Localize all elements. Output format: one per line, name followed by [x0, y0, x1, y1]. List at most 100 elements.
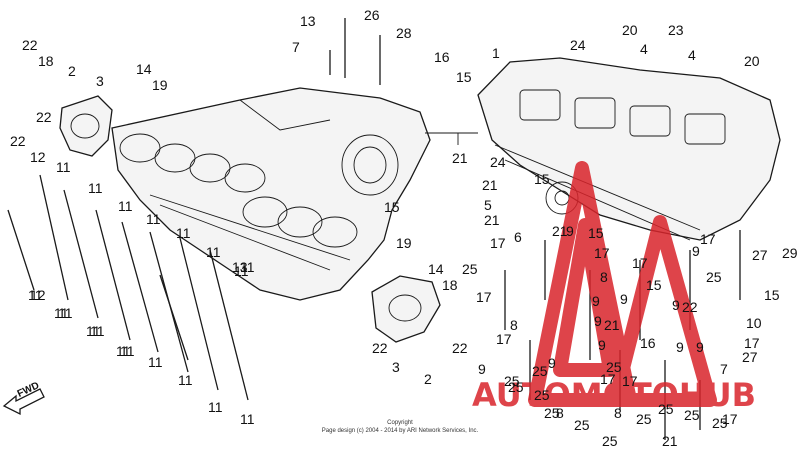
callout-label: 17 [722, 411, 738, 427]
callout-label: 4 [688, 47, 696, 63]
callout-label: 21 [484, 212, 500, 228]
callout-label: 2 [424, 371, 432, 387]
callout-label: 9 [676, 339, 684, 355]
callout-label: 9 [692, 243, 700, 259]
callout-label: 24 [490, 154, 506, 170]
callout-label: 25 [534, 387, 550, 403]
callout-label: 17 [476, 289, 492, 305]
fwd-arrow: FWD [2, 380, 45, 416]
callout-label: 19 [396, 235, 412, 251]
callout-label: 25 [712, 415, 728, 431]
stud-bolts [7, 174, 249, 401]
callout-label: 20 [744, 53, 760, 69]
callout-label: 21 [662, 433, 678, 449]
callout-label: 25 [544, 405, 560, 421]
callout-label: 22 [22, 37, 38, 53]
callout-label: 25 [684, 407, 700, 423]
callout-label: 8 [614, 405, 622, 421]
callout-label: 5 [484, 197, 492, 213]
callout-label: 25 [606, 359, 622, 375]
callout-label: 21 [482, 177, 498, 193]
callout-label: 17 [594, 245, 610, 261]
callout-label: 11 [86, 323, 101, 339]
callout-label: 8 [600, 269, 608, 285]
callout-label: 25 [636, 411, 652, 427]
callout-label: 11 [240, 411, 255, 427]
callout-label: 11 [234, 263, 249, 279]
callout-label: 8 [556, 405, 564, 421]
callout-label: 17 [490, 235, 506, 251]
callout-label: 11 [178, 372, 193, 388]
callout-label: 11 [240, 259, 255, 275]
callout-label: 11 [90, 323, 105, 339]
callout-label: 9 [592, 293, 600, 309]
callout-label: 22 [372, 340, 388, 356]
callout-label: 11 [148, 354, 163, 370]
callout-label: 3 [392, 359, 400, 375]
callout-label: 17 [496, 331, 512, 347]
callout-label: 15 [534, 171, 550, 187]
callout-label: 29 [782, 245, 798, 261]
callout-label: 17 [600, 371, 616, 387]
callout-label: 25 [532, 363, 548, 379]
callout-label: 6 [514, 229, 522, 245]
callout-label: 17 [744, 335, 760, 351]
callout-label: 25 [462, 261, 478, 277]
callout-label: 25 [706, 269, 722, 285]
callout-label: 11 [56, 159, 71, 175]
callout-label: 24 [570, 37, 586, 53]
callout-label: 12 [30, 149, 46, 165]
copyright-line-2: Page design (c) 2004 - 2014 by ARI Netwo… [322, 428, 479, 434]
callout-label: 22 [682, 299, 698, 315]
callout-label: 14 [136, 61, 152, 77]
callout-label: 9 [696, 339, 704, 355]
callout-label: 15 [588, 225, 604, 241]
callout-label: 14 [428, 261, 444, 277]
callout-label: 11 [206, 244, 221, 260]
callout-label: 18 [442, 277, 458, 293]
callout-label: 17 [700, 231, 716, 247]
callout-label: 9 [672, 297, 680, 313]
callout-label: 21 [604, 317, 620, 333]
callout-label: 20 [622, 22, 638, 38]
callout-label: 4 [640, 41, 648, 57]
callout-label: 27 [752, 247, 768, 263]
callout-label: 10 [746, 315, 762, 331]
callout-label: 27 [742, 349, 758, 365]
callout-label: 15 [646, 277, 662, 293]
callout-label: 25 [508, 379, 524, 395]
callout-label: 12 [30, 287, 46, 303]
callout-label: 3 [96, 73, 104, 89]
callout-label: 11 [146, 211, 161, 227]
callout-label: 9 [594, 313, 602, 329]
callout-label: 9 [620, 291, 628, 307]
callout-label: 17 [632, 255, 648, 271]
callout-label: 11 [88, 180, 103, 196]
callout-label: 9 [566, 223, 574, 239]
callout-label: 16 [640, 335, 656, 351]
callout-label: 18 [38, 53, 54, 69]
callout-label: 11 [54, 305, 69, 321]
lower-crankcase [477, 57, 781, 241]
callout-label: 11 [208, 399, 223, 415]
callout-label: 16 [434, 49, 450, 65]
callout-label: 26 [364, 7, 380, 23]
callout-label: 22 [10, 133, 26, 149]
callout-label: 9 [478, 361, 486, 377]
callout-label: 23 [668, 22, 684, 38]
callout-label: 7 [292, 39, 300, 55]
callout-label: 25 [602, 433, 618, 449]
callout-label: 11 [120, 343, 135, 359]
callout-label: 21 [452, 150, 468, 166]
callout-label: 2 [68, 63, 76, 79]
callout-label: 1 [492, 45, 500, 61]
callout-label: 15 [384, 199, 400, 215]
callout-label: 28 [396, 25, 412, 41]
callout-label: 15 [456, 69, 472, 85]
callout-label: 15 [764, 287, 780, 303]
callout-label: 11 [118, 198, 133, 214]
right-side-cover [371, 275, 441, 343]
callout-label: 11 [176, 225, 191, 241]
callout-label: 22 [452, 340, 468, 356]
